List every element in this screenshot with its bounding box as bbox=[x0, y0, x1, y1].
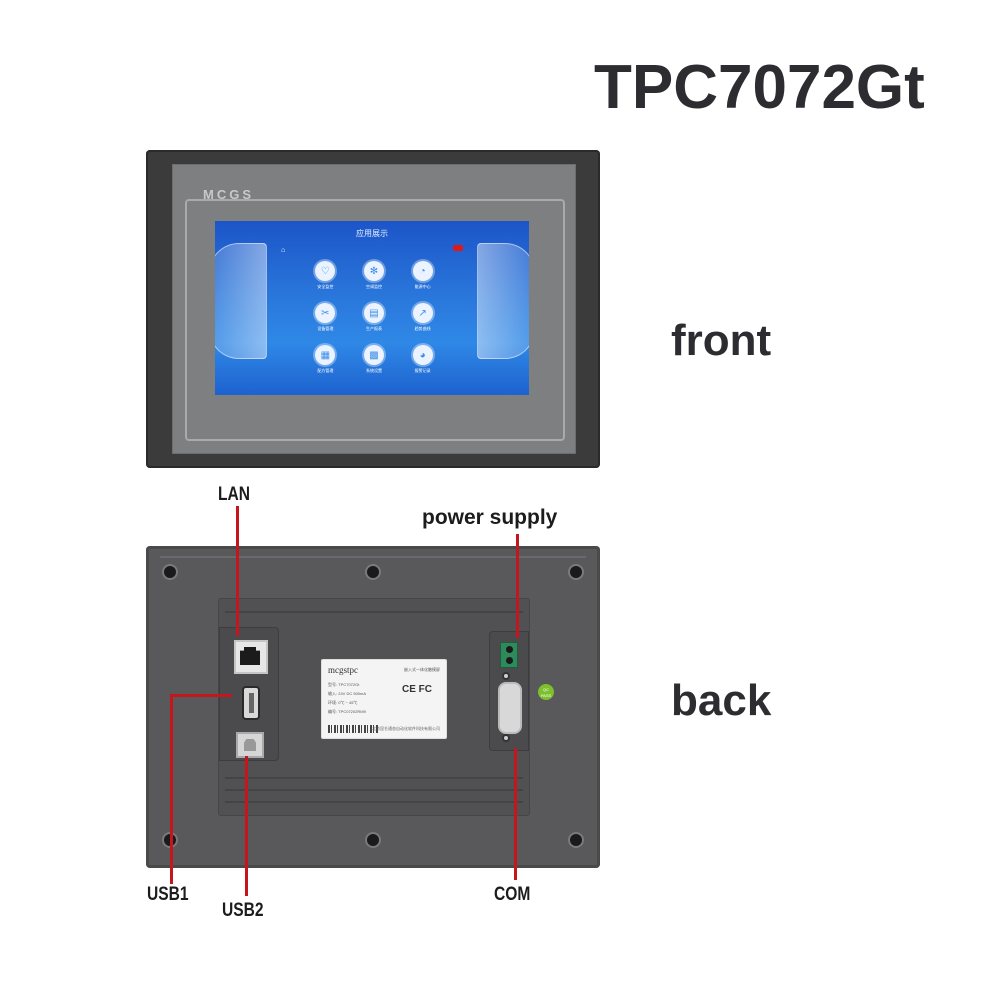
home-icon: ⌂ bbox=[281, 247, 286, 254]
lan-port-icon bbox=[234, 640, 268, 674]
usb-b-port-icon bbox=[236, 732, 264, 758]
alarm-indicator-icon bbox=[453, 245, 463, 251]
rib bbox=[225, 801, 523, 803]
app-label: 配方管理 bbox=[317, 368, 334, 373]
shield-icon: ♡ bbox=[315, 261, 336, 281]
spec-line: 型号: TPC7072Gt bbox=[328, 682, 360, 687]
app-tile: ↗ 趋势曲线 bbox=[398, 303, 447, 332]
app-label: 系统设置 bbox=[365, 368, 382, 373]
tools-icon: ✂ bbox=[315, 303, 336, 323]
app-label: 空调监控 bbox=[365, 284, 382, 289]
monitor-icon: ▤ bbox=[363, 303, 384, 323]
app-tile: ✂ 设备管理 bbox=[301, 303, 350, 332]
back-view-label: back bbox=[671, 676, 772, 725]
screw-icon bbox=[367, 834, 379, 846]
app-tile: ◕ 报警记录 bbox=[398, 345, 447, 374]
app-grid: ♡ 安全监控 ✻ 空调监控 ◔ 能源中心 ✂ 设备管理 ▤ 生产报表 ↗ 趋势曲线 ▦ 配方管… bbox=[301, 261, 447, 374]
app-tile: ◔ 能源中心 bbox=[398, 261, 447, 290]
front-panel-image: MCGS 应用展示 ⌂ ♡ 安全监控 ✻ 空调监控 ◔ 能源中心 ✂ 设备管理 ▤ 生产报… bbox=[146, 150, 600, 468]
spec-line: 编号: TPC07202RM9 bbox=[328, 709, 366, 714]
com-port-icon bbox=[498, 682, 522, 734]
screw-icon bbox=[570, 566, 582, 578]
usb1-callout-line-h bbox=[170, 694, 232, 697]
hmi-screen: 应用展示 ⌂ ♡ 安全监控 ✻ 空调监控 ◔ 能源中心 ✂ 设备管理 ▤ 生产报表 ↗ 趋势… bbox=[215, 221, 529, 395]
power-terminal-icon bbox=[500, 642, 518, 668]
power-callout-line bbox=[516, 534, 519, 638]
screw-icon bbox=[367, 566, 379, 578]
screw-icon bbox=[164, 566, 176, 578]
decorative-glass-right bbox=[477, 243, 529, 359]
app-label: 设备管理 bbox=[317, 326, 334, 331]
app-label: 趋势曲线 bbox=[414, 326, 431, 331]
app-label: 报警记录 bbox=[414, 368, 431, 373]
product-model-title: TPC7072Gt bbox=[594, 53, 925, 122]
certification-marks: CE FC bbox=[402, 684, 432, 695]
usb1-callout-line-v bbox=[170, 694, 173, 884]
com-callout-line bbox=[514, 748, 517, 880]
app-tile: ▤ 生产报表 bbox=[350, 303, 399, 332]
spec-line: 环境: 0℃ ~ 45℃ bbox=[328, 700, 358, 705]
nameplate-specs: 型号: TPC7072Gt 输入: 24V DC 500mA 环境: 0℃ ~ … bbox=[328, 680, 366, 716]
meter-icon: ◔ bbox=[412, 261, 433, 281]
usb2-callout-line bbox=[245, 756, 248, 896]
rib bbox=[225, 789, 523, 791]
app-label: 能源中心 bbox=[414, 284, 431, 289]
brand-logo: MCGS bbox=[203, 187, 254, 202]
back-panel-image: mcgstpc 嵌入式一体化触摸屏 型号: TPC7072Gt 输入: 24V … bbox=[146, 546, 600, 868]
chart-icon: ↗ bbox=[412, 303, 433, 323]
decorative-glass-left bbox=[215, 243, 267, 359]
nameplate-subtitle: 嵌入式一体化触摸屏 bbox=[404, 667, 440, 672]
screw-icon bbox=[502, 734, 510, 742]
lan-callout-line bbox=[236, 506, 239, 636]
spec-line: 输入: 24V DC 500mA bbox=[328, 691, 367, 696]
usb1-callout-label: USB1 bbox=[147, 884, 189, 905]
barcode-icon bbox=[328, 725, 378, 733]
nameplate: mcgstpc 嵌入式一体化触摸屏 型号: TPC7072Gt 输入: 24V … bbox=[321, 659, 447, 739]
usb2-callout-label: USB2 bbox=[222, 900, 264, 921]
app-tile: ✻ 空调监控 bbox=[350, 261, 399, 290]
document-icon: ▦ bbox=[315, 345, 336, 365]
screen-title: 应用展示 bbox=[356, 229, 388, 238]
nameplate-footer: 北京昆仑通态自动化软件科技有限公司 bbox=[372, 726, 440, 731]
app-label: 安全监控 bbox=[317, 284, 334, 289]
port-bay-right bbox=[489, 631, 529, 751]
screw-icon bbox=[570, 834, 582, 846]
app-tile: ♡ 安全监控 bbox=[301, 261, 350, 290]
power-supply-callout-label: power supply bbox=[422, 506, 558, 529]
usb-a-port-icon bbox=[242, 686, 260, 720]
qc-sticker: QC PASS bbox=[538, 684, 554, 700]
app-label: 生产报表 bbox=[365, 326, 382, 331]
back-edge bbox=[160, 556, 586, 558]
app-tile: ▦ 配方管理 bbox=[301, 345, 350, 374]
front-bezel: MCGS 应用展示 ⌂ ♡ 安全监控 ✻ 空调监控 ◔ 能源中心 ✂ 设备管理 ▤ 生产报… bbox=[172, 164, 576, 454]
fan-icon: ✻ bbox=[363, 261, 384, 281]
lan-callout-label: LAN bbox=[218, 484, 251, 505]
front-view-label: front bbox=[671, 316, 772, 365]
com-callout-label: COM bbox=[494, 884, 531, 905]
screw-icon bbox=[502, 672, 510, 680]
bezel-outline bbox=[185, 199, 565, 441]
rear-housing: mcgstpc 嵌入式一体化触摸屏 型号: TPC7072Gt 输入: 24V … bbox=[218, 598, 530, 816]
nameplate-brand: mcgstpc bbox=[328, 665, 358, 675]
app-tile: ▩ 系统设置 bbox=[350, 345, 399, 374]
pie-icon: ◕ bbox=[412, 345, 433, 365]
rib bbox=[225, 611, 523, 613]
rib bbox=[225, 777, 523, 779]
grid-icon: ▩ bbox=[363, 345, 384, 365]
